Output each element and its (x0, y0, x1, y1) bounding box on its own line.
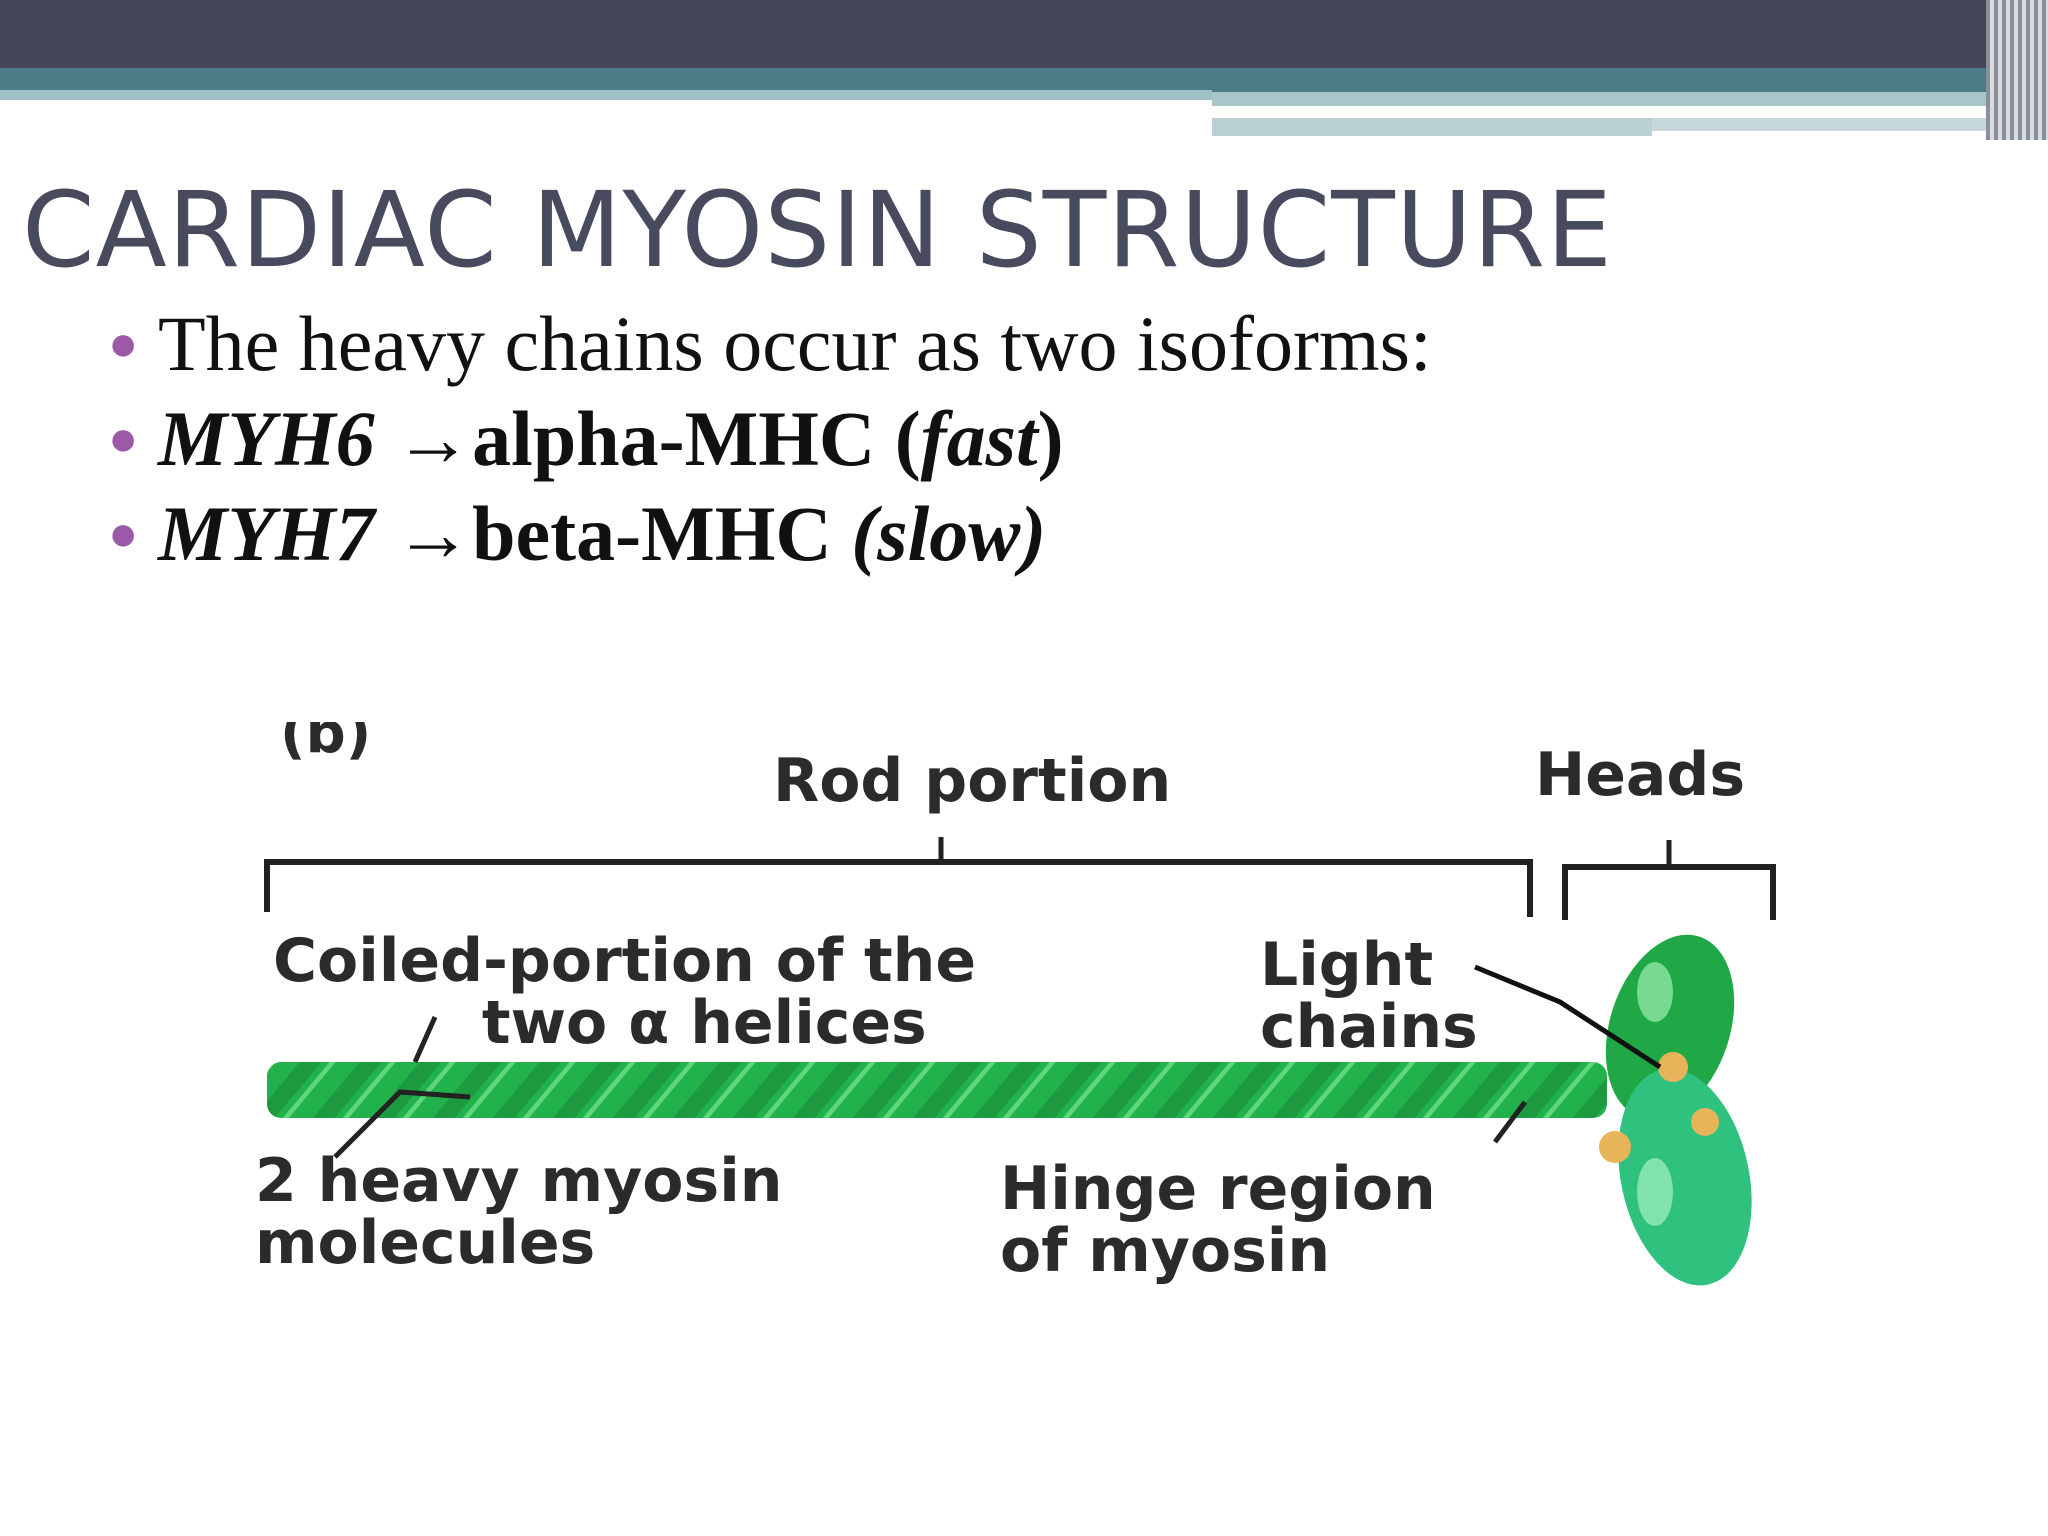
light-chains-pointer (1474, 964, 1662, 1070)
head-highlight (1637, 1158, 1673, 1226)
arrow-icon: → (394, 395, 473, 482)
speed-label: (slow) (851, 490, 1047, 577)
coiled-pointer (412, 1015, 438, 1064)
light-chain (1658, 1052, 1688, 1082)
header-light-stripe (0, 90, 1212, 100)
protein-name: alpha-MHC ( (472, 395, 921, 482)
corner-decoration (1986, 0, 2048, 140)
coiled-portion-label: Coiled-portion of the two α helices (273, 926, 977, 1058)
myosin-head-top (1605, 934, 1735, 1120)
bullet-item: ● MYH6 →alpha-MHC (fast) (100, 391, 1432, 486)
header-band (0, 0, 2048, 72)
hinge-pointer (1493, 1100, 1527, 1144)
myosin-rod (267, 1062, 1607, 1118)
heavy-myosin-label: 2 heavy myosin molecules (255, 1146, 783, 1278)
gene-name: MYH6 (158, 395, 375, 482)
bullet-dot-icon: ● (108, 315, 139, 371)
light-chain (1691, 1108, 1719, 1136)
header-light-stripe-end (1652, 118, 2012, 131)
bullet-list: ● The heavy chains occur as two isoforms… (100, 296, 1432, 581)
gene-name: MYH7 (158, 490, 375, 577)
rod-bracket (264, 859, 1533, 917)
light-chain (1599, 1131, 1631, 1163)
header-light-stripe-lower (1212, 118, 1652, 136)
header-teal-stripe (0, 68, 2048, 92)
bullet-dot-icon: ● (108, 410, 139, 466)
hinge-region-label: Hinge region of myosin (1000, 1154, 1436, 1286)
slide-title: CARDIAC MYOSIN STRUCTURE (22, 169, 1613, 291)
head-highlight (1637, 962, 1673, 1022)
myosin-diagram: (b) Rod portion Heads Coiled-portion of … (225, 701, 1815, 1332)
close-paren: ) (1037, 395, 1064, 482)
heads-label: Heads (1535, 740, 1746, 810)
heads-bracket (1562, 864, 1776, 920)
protein-name: beta-MHC (472, 490, 852, 577)
bullet-item: ● MYH7 →beta-MHC (slow) (100, 486, 1432, 581)
panel-label: (b) (280, 722, 371, 766)
heavy-pointer (333, 1089, 471, 1159)
header-divider-line (1212, 111, 1897, 115)
bullet-text: The heavy chains occur as two isoforms: (158, 300, 1432, 387)
rod-portion-label: Rod portion (773, 746, 1172, 816)
header-light-stripe-right (1212, 92, 2012, 106)
bullet-item: ● The heavy chains occur as two isoforms… (100, 296, 1432, 391)
arrow-icon: → (394, 490, 473, 577)
myosin-illustration: (b) (264, 701, 1776, 1286)
speed-label: fast (920, 395, 1038, 482)
bullet-dot-icon: ● (108, 505, 139, 561)
light-chains-label: Light chains (1260, 930, 1478, 1062)
